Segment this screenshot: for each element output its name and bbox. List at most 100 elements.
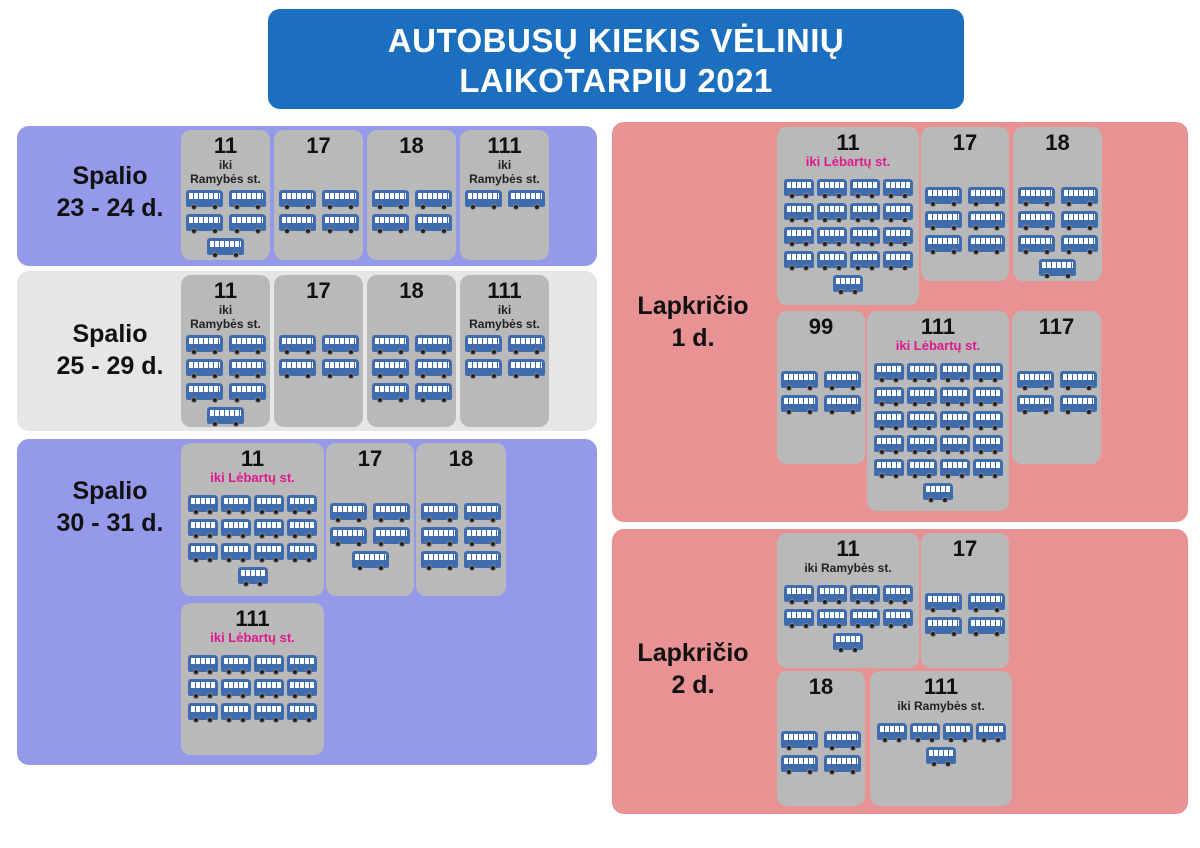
bus-windows — [189, 193, 220, 199]
bus-wheel — [978, 449, 984, 455]
bus-wheel — [193, 533, 199, 539]
bus-icon — [287, 679, 317, 699]
bus-wheel — [888, 623, 894, 629]
bus-wheel — [447, 541, 453, 547]
bus-wheel — [926, 449, 932, 455]
bus-windows — [232, 386, 263, 392]
bus-icon — [188, 703, 218, 723]
bus-windows — [355, 554, 386, 560]
bus-wheel — [273, 717, 279, 723]
bus-icon — [784, 585, 814, 605]
bus-icon — [824, 371, 861, 391]
bus-icon — [1017, 395, 1054, 415]
bus-wheel — [803, 265, 809, 271]
bus-icon — [254, 543, 284, 563]
bus-icon — [874, 411, 904, 431]
bus-wheel — [191, 204, 197, 210]
bus-wheel — [836, 623, 842, 629]
bus-icon — [940, 387, 970, 407]
bus-icon — [824, 731, 861, 751]
bus-wheel — [441, 228, 447, 234]
bus-wheel — [994, 201, 1000, 207]
bus-windows — [376, 530, 407, 536]
bus-wheel — [855, 217, 861, 223]
bus-windows — [827, 398, 858, 404]
period-label-line: 2 d. — [671, 671, 715, 699]
bus-wheel — [284, 373, 290, 379]
bus-wheel — [212, 252, 218, 258]
bus-windows — [282, 362, 313, 368]
bus-icon — [279, 335, 316, 355]
bus-wheel — [803, 623, 809, 629]
bus-wheel — [335, 517, 341, 523]
bus-wheel — [822, 217, 828, 223]
bus-wheel — [888, 217, 894, 223]
bus-wheel — [807, 409, 813, 415]
bus-windows — [191, 546, 215, 552]
bus-wheel — [1066, 225, 1072, 231]
bus-wheel — [807, 385, 813, 391]
bus-wheel — [398, 228, 404, 234]
bus-icon — [910, 723, 940, 743]
bus-windows — [224, 522, 248, 528]
bus-wheel — [234, 228, 240, 234]
bus-wheel — [942, 497, 948, 503]
bus-wheel — [822, 265, 828, 271]
bus-windows — [1021, 214, 1052, 220]
period-label-line: 30 - 31 d. — [56, 509, 164, 537]
bus-windows — [325, 362, 356, 368]
bus-windows — [853, 254, 877, 260]
bus-wheel — [912, 473, 918, 479]
bus-wheel — [378, 565, 384, 571]
bus-wheel — [992, 425, 998, 431]
bus-wheel — [869, 623, 875, 629]
bus-icon — [973, 435, 1003, 455]
bus-wheel — [855, 623, 861, 629]
bus-windows — [971, 238, 1002, 244]
bus-wheel — [226, 669, 232, 675]
bus-wheel — [869, 193, 875, 199]
bus-wheel — [959, 425, 965, 431]
bus-wheel — [1087, 249, 1093, 255]
bus-wheel — [420, 349, 426, 355]
route-card: 17 — [274, 275, 363, 427]
bus-icon — [907, 459, 937, 479]
bus-windows — [971, 190, 1002, 196]
bus-windows — [468, 362, 499, 368]
bus-windows — [375, 217, 406, 223]
bus-icon — [925, 235, 962, 255]
bus-wheel — [893, 449, 899, 455]
bus-windows — [1020, 374, 1051, 380]
route-number: 18 — [399, 278, 424, 303]
bus-wheel — [257, 581, 263, 587]
bus-wheel — [1043, 409, 1049, 415]
bus-windows — [424, 506, 455, 512]
bus-icon — [1039, 259, 1076, 279]
bus-windows — [784, 758, 815, 764]
bus-icon — [850, 609, 880, 629]
period-label-line: 1 d. — [671, 324, 715, 352]
route-number: 11 — [240, 446, 265, 471]
bus-wheel — [951, 249, 957, 255]
bus-wheel — [869, 265, 875, 271]
bus-wheel — [207, 693, 213, 699]
bus-wheel — [420, 204, 426, 210]
bus-wheel — [240, 533, 246, 539]
bus-icon — [874, 387, 904, 407]
bus-windows — [943, 414, 967, 420]
bus-wheel — [335, 541, 341, 547]
route-number: 17 — [952, 536, 978, 561]
bus-wheel — [850, 745, 856, 751]
bus-wheel — [273, 509, 279, 515]
period-label-line: Spalio — [72, 162, 148, 190]
bus-wheel — [273, 557, 279, 563]
bus-wheel — [869, 599, 875, 605]
bus-wheel — [888, 241, 894, 247]
bus-icon — [817, 179, 847, 199]
bus-wheel — [191, 228, 197, 234]
bus-icon — [784, 609, 814, 629]
bus-icon — [973, 411, 1003, 431]
bus-windows — [910, 366, 934, 372]
